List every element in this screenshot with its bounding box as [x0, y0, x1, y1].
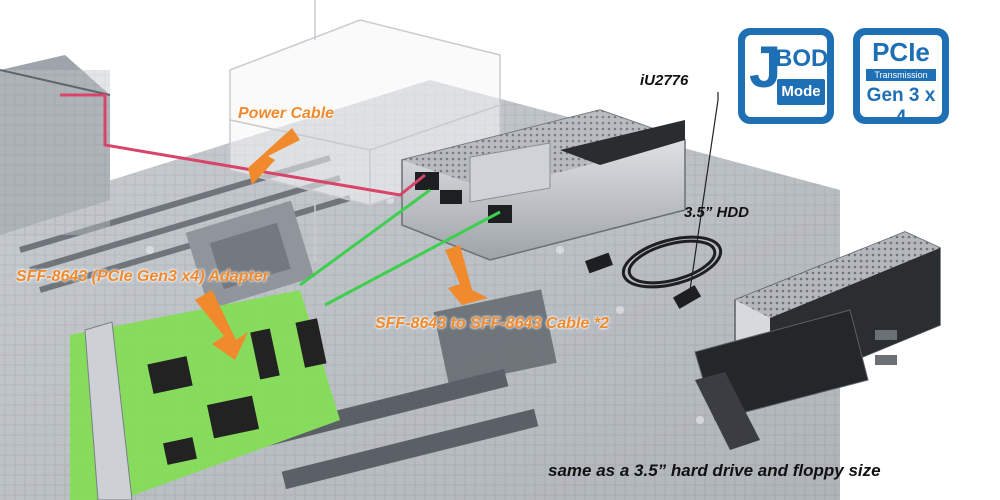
power-cable	[60, 93, 426, 197]
cable-label: SFF-8643 to SFF-8643 Cable *2	[375, 315, 609, 332]
pcie-badge-face: PCIe Transmission Gen 3 x 4	[860, 35, 942, 128]
pcie-title: PCIe	[872, 37, 930, 67]
power-supply-unit	[0, 55, 111, 235]
model-label: iU2776	[640, 72, 689, 89]
jbod-mode-text: Mode	[777, 79, 825, 105]
sff-8643-cable	[299, 188, 501, 307]
pcie-gen-badge: PCIe Transmission Gen 3 x 4	[855, 30, 947, 128]
pcie-adapter-card	[70, 290, 340, 500]
product-photo	[694, 231, 941, 450]
hdd-label: 3.5” HDD	[684, 204, 750, 221]
pcie-gen-text: Gen 3 x 4	[866, 85, 936, 128]
jbod-text: BOD	[775, 45, 829, 72]
hdd-cable-coil	[585, 235, 723, 309]
adapter-label: SFF-8643 (PCIe Gen3 x4) Adapter	[16, 268, 269, 285]
power-cable-label: Power Cable	[238, 105, 335, 122]
caption: same as a 3.5” hard drive and floppy siz…	[548, 461, 881, 480]
jbod-mode-badge: J BOD Mode	[740, 30, 832, 122]
leader-line	[689, 92, 719, 291]
jbod-badge-face: J BOD Mode	[745, 35, 829, 117]
mobile-rack-enclosure	[401, 109, 686, 261]
jbod-letter: J	[749, 35, 782, 100]
pcie-transmission: Transmission	[866, 69, 936, 81]
callout-arrows	[195, 128, 488, 360]
